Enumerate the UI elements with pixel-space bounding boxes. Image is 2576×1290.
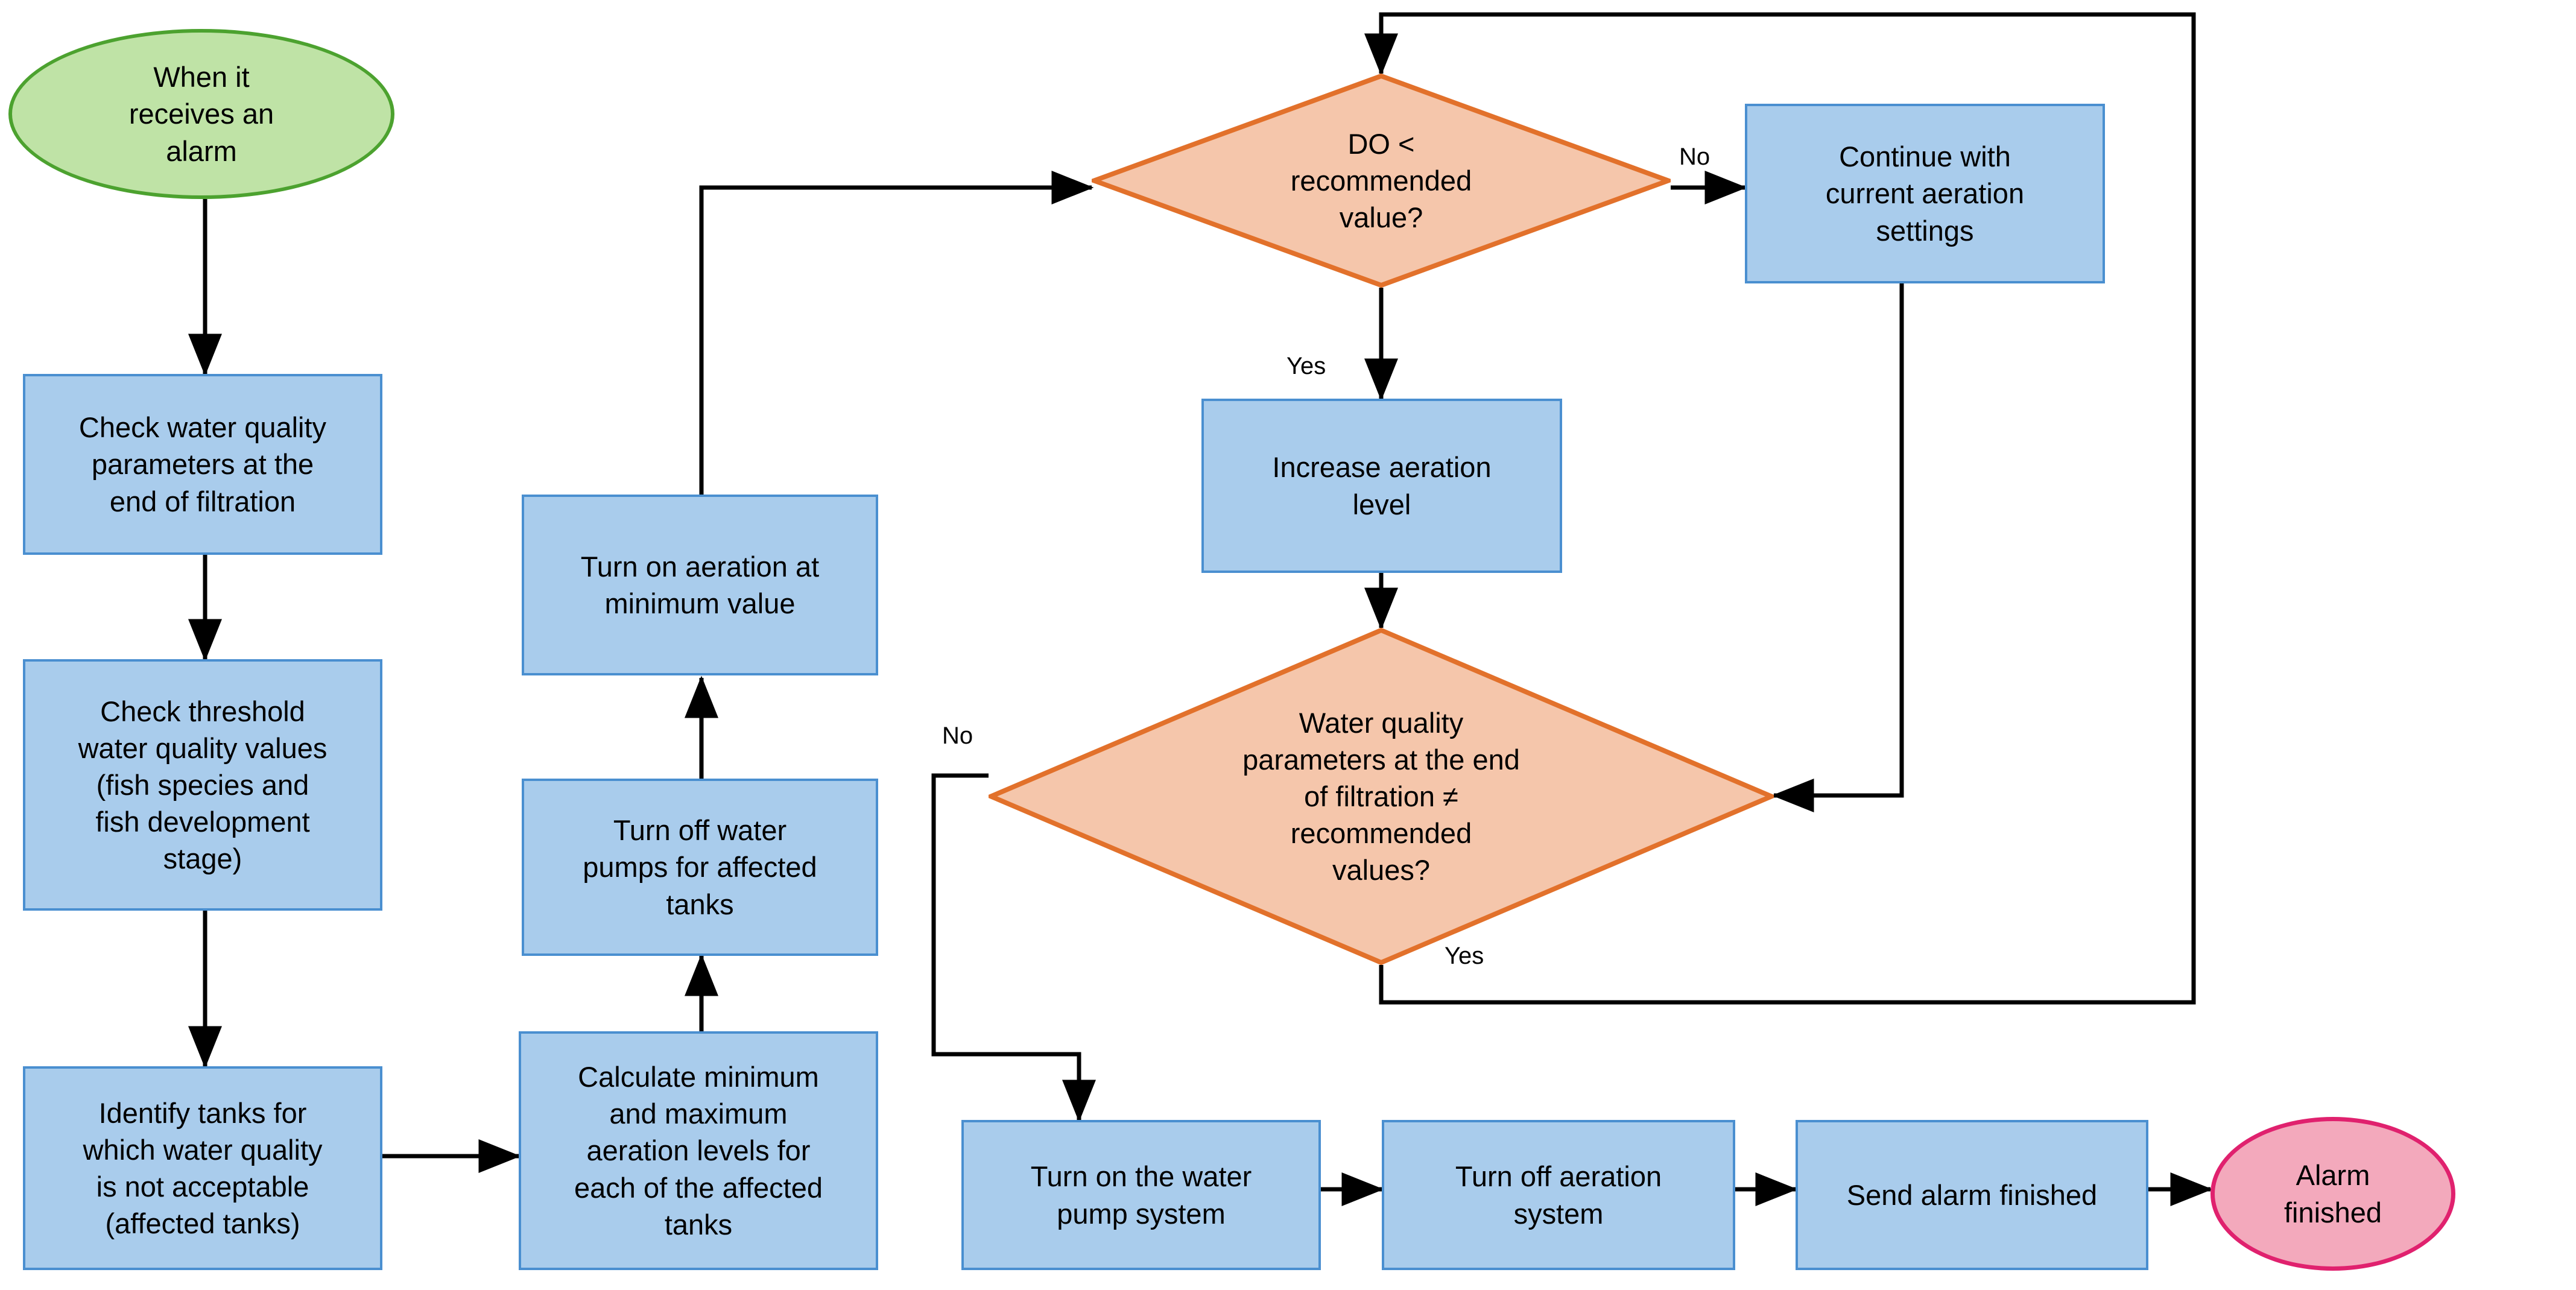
node-turn-off-aeration-label: Turn off aeration system xyxy=(1455,1160,1662,1230)
node-continue-current-settings[interactable]: Continue with current aeration settings xyxy=(1745,104,2105,283)
edge-label-wq-yes: Yes xyxy=(1445,943,1484,969)
node-do-decision-label: DO < recommended value? xyxy=(1290,127,1472,234)
node-check-params-label: Check water quality parameters at the en… xyxy=(78,411,327,517)
node-turn-off-pumps-label: Turn off water pumps for affected tanks xyxy=(583,814,817,920)
node-aeration-min-label: Turn on aeration at minimum value xyxy=(580,550,820,619)
node-alarm-finished-end[interactable]: Alarm finished xyxy=(2210,1117,2455,1271)
node-turn-on-water-pump-system[interactable]: Turn on the water pump system xyxy=(961,1120,1321,1270)
node-turn-on-aeration-minimum[interactable]: Turn on aeration at minimum value xyxy=(522,495,878,675)
node-check-water-quality-parameters[interactable]: Check water quality parameters at the en… xyxy=(23,374,382,555)
node-start-label: When it receives an alarm xyxy=(128,61,274,167)
node-turn-off-water-pumps[interactable]: Turn off water pumps for affected tanks xyxy=(522,779,878,956)
node-start[interactable]: When it receives an alarm xyxy=(8,29,394,199)
node-turn-on-pumps-label: Turn on the water pump system xyxy=(1030,1160,1252,1230)
node-identify-affected-tanks[interactable]: Identify tanks for which water quality i… xyxy=(23,1066,382,1270)
node-water-quality-decision[interactable]: Water quality parameters at the end of f… xyxy=(989,628,1774,965)
node-check-threshold-label: Check threshold water quality values (fi… xyxy=(78,695,328,875)
edge-label-do-yes: Yes xyxy=(1286,353,1326,379)
edge-aerationmin-to-do-decision xyxy=(699,171,1094,498)
node-increase-aeration-level[interactable]: Increase aeration level xyxy=(1201,399,1562,573)
node-continue-label: Continue with current aeration settings xyxy=(1825,141,2025,247)
node-calculate-aeration-levels[interactable]: Calculate minimum and maximum aeration l… xyxy=(519,1031,878,1270)
node-increase-aeration-label: Increase aeration level xyxy=(1272,451,1492,520)
node-calc-levels-label: Calculate minimum and maximum aeration l… xyxy=(574,1061,823,1241)
edge-label-do-no: No xyxy=(1679,144,1710,170)
node-send-alarm-finished[interactable]: Send alarm finished xyxy=(1796,1120,2148,1270)
node-end-label: Alarm finished xyxy=(2284,1159,2382,1228)
do-decision-shape xyxy=(1092,74,1671,288)
node-do-decision[interactable]: DO < recommended value? xyxy=(1092,74,1671,288)
node-send-alarm-label: Send alarm finished xyxy=(1846,1178,2098,1211)
node-check-threshold-values[interactable]: Check threshold water quality values (fi… xyxy=(23,659,382,911)
node-turn-off-aeration-system[interactable]: Turn off aeration system xyxy=(1382,1120,1735,1270)
node-wq-decision-label: Water quality parameters at the end of f… xyxy=(1242,706,1520,887)
node-identify-tanks-label: Identify tanks for which water quality i… xyxy=(83,1096,323,1240)
wq-decision-shape xyxy=(989,628,1774,965)
edge-label-wq-no: No xyxy=(942,722,973,749)
edge-continue-to-wq-decision xyxy=(1771,283,1904,812)
